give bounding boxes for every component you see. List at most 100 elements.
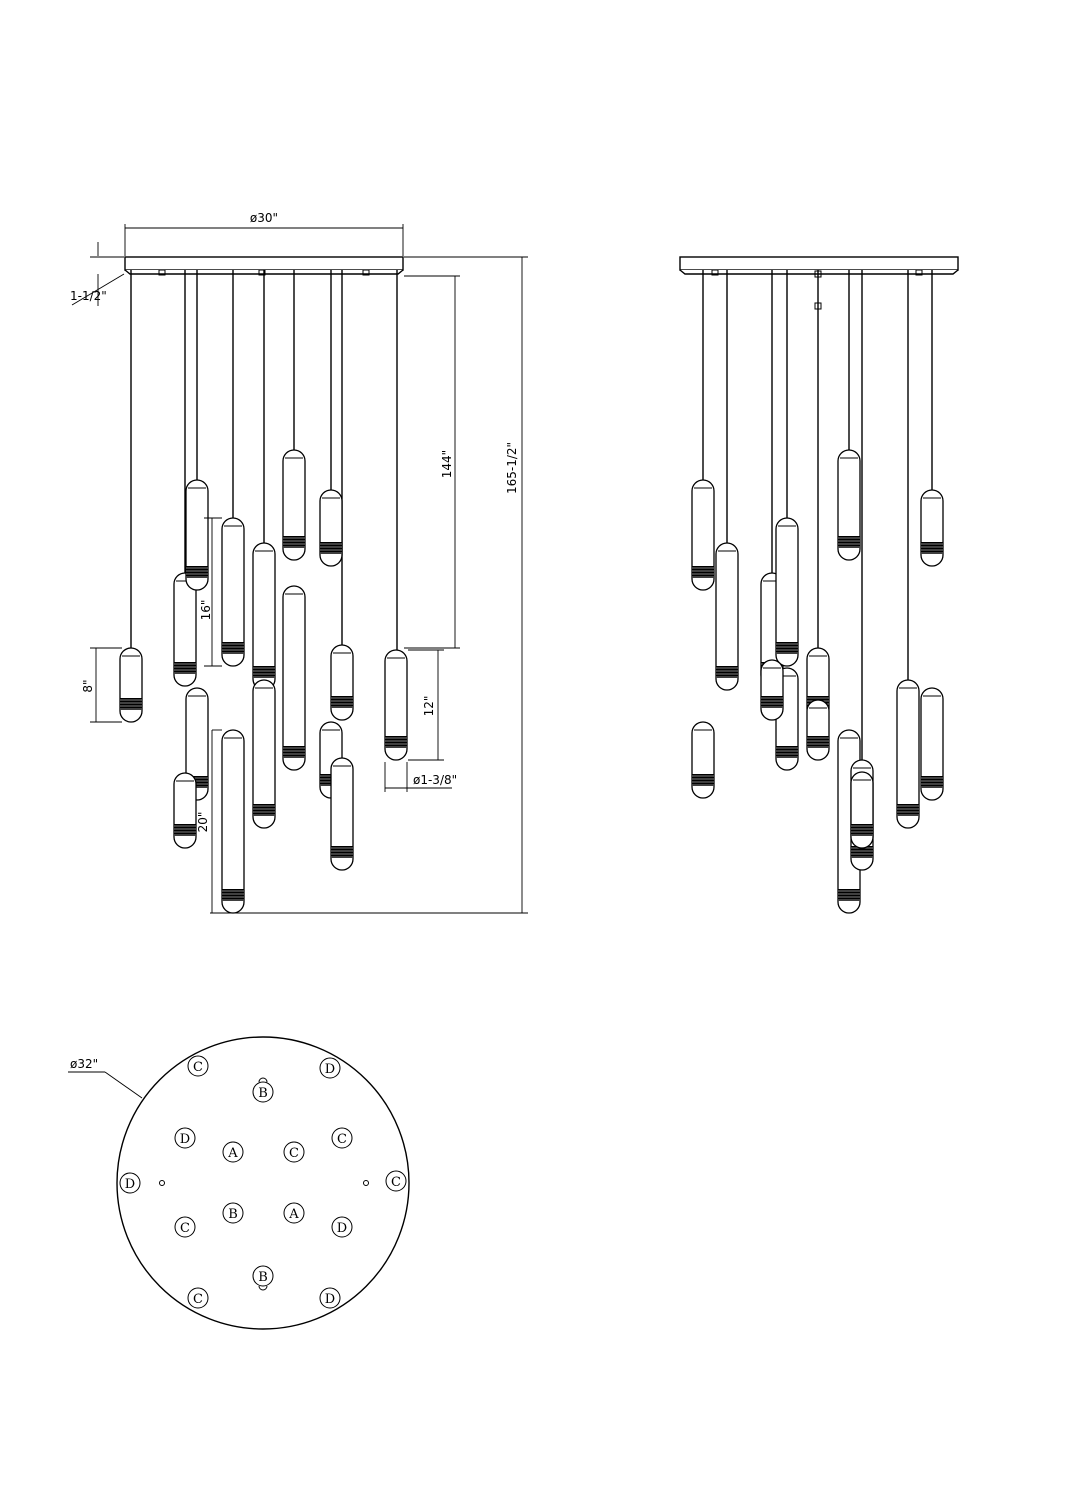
base-marker: C (187, 1055, 209, 1077)
side-tubes (691, 449, 944, 914)
side-hooks (711, 269, 923, 276)
front-tubes (119, 449, 408, 914)
overall-height-dimension: 165-1/2" (210, 256, 528, 914)
base-marker: B (252, 1265, 274, 1287)
base-marker: D (119, 1172, 141, 1194)
base-marker-label: C (180, 1221, 190, 1236)
canopy-diameter-dimension: ø30" (124, 211, 404, 256)
base-plan-view: ø32" C D B D C A C D C C B A D B C D (68, 1036, 410, 1330)
side-view (679, 256, 959, 914)
tube-diameter-label: ø1-3/8" (413, 773, 457, 787)
front-pendant-tube (252, 542, 276, 691)
base-marker: C (331, 1127, 353, 1149)
front-pendant-tube (330, 644, 354, 721)
tube-12-dimension: 12" (408, 649, 444, 761)
base-marker-label: D (325, 1292, 335, 1307)
base-marker: D (331, 1216, 353, 1238)
side-pendant-tube (850, 771, 874, 849)
side-pendant-tube (896, 679, 920, 829)
cable-length-dimension: 144" (404, 275, 460, 649)
front-pendant-tube (319, 489, 343, 567)
canopy-diameter-label: ø30" (250, 211, 278, 225)
front-pendant-tube (173, 772, 197, 849)
base-marker: C (174, 1216, 196, 1238)
front-pendant-tube (185, 479, 209, 591)
base-marker: B (252, 1081, 274, 1103)
front-canopy (124, 256, 404, 271)
base-marker: D (174, 1127, 196, 1149)
cable-length-label: 144" (440, 450, 454, 478)
front-pendant-tube (282, 449, 306, 561)
base-marker-label: C (193, 1292, 203, 1307)
base-marker-label: C (391, 1175, 401, 1190)
side-pendant-tube (920, 489, 944, 567)
overall-height-label: 165-1/2" (505, 442, 519, 494)
side-pendant-tube (837, 449, 861, 561)
front-canopy-hook (158, 269, 166, 276)
base-marker-label: D (125, 1177, 135, 1192)
base-marker: A (222, 1141, 244, 1163)
side-pendant-tube (691, 479, 715, 591)
front-view: ø30" 1-1/2" 165-1/2" 144" (70, 211, 528, 914)
side-pendant-tube (691, 721, 715, 799)
tube-16-label: 16" (199, 600, 213, 621)
front-canopy-hook (258, 269, 266, 276)
side-canopy-hook (711, 269, 719, 276)
front-pendant-tube (221, 517, 245, 667)
base-marker: B (222, 1202, 244, 1224)
tube-20-dimension: 20" (196, 729, 222, 913)
front-pendant-tube (119, 647, 143, 723)
base-marker: A (283, 1202, 305, 1224)
front-hooks (158, 269, 370, 276)
front-pendant-tube (384, 649, 408, 761)
base-marker-label: C (289, 1146, 299, 1161)
tube-20-label: 20" (196, 812, 210, 833)
side-pendant-tube (920, 687, 944, 801)
base-marker-label: D (325, 1062, 335, 1077)
base-diameter-label: ø32" (70, 1057, 98, 1071)
canopy-height-label: 1-1/2" (70, 289, 107, 303)
side-pendant-tube (775, 517, 799, 667)
base-marker-label: B (228, 1207, 238, 1222)
base-marker: C (385, 1170, 407, 1192)
base-marker: D (319, 1057, 341, 1079)
base-plate-outline (116, 1036, 410, 1330)
side-canopy-hook (915, 269, 923, 276)
base-marker: D (319, 1287, 341, 1309)
tube-diameter-dimension: ø1-3/8" (384, 762, 457, 792)
front-pendant-tube (221, 729, 245, 914)
side-canopy (679, 256, 959, 271)
base-marker-label: C (193, 1060, 203, 1075)
base-marker: C (187, 1287, 209, 1309)
base-markers: C D B D C A C D C C B A D B C D (119, 1055, 407, 1309)
base-marker: C (283, 1141, 305, 1163)
side-pendant-tube (760, 659, 784, 721)
mount-hole-left (159, 1180, 165, 1186)
tube-8-dimension: 8" (81, 647, 122, 723)
base-marker-label: B (258, 1086, 268, 1101)
base-marker-label: D (337, 1221, 347, 1236)
front-pendant-tube (173, 572, 197, 687)
marker-notch-top (258, 1077, 268, 1083)
side-pendant-tube (715, 542, 739, 691)
base-marker-label: A (288, 1207, 299, 1222)
tube-16-dimension: 16" (199, 517, 222, 667)
front-pendant-tube (282, 585, 306, 771)
base-marker-label: C (337, 1132, 347, 1147)
marker-notch-bottom (258, 1285, 268, 1291)
front-pendant-tube (252, 679, 276, 829)
side-canopy-bevel (679, 269, 959, 275)
base-marker-label: B (258, 1270, 268, 1285)
canopy-height-dimension: 1-1/2" (70, 242, 125, 306)
front-canopy-hook (362, 269, 370, 276)
tube-12-label: 12" (422, 696, 436, 717)
base-marker-label: A (227, 1146, 238, 1161)
tube-8-label: 8" (81, 679, 95, 692)
side-pendant-tube (806, 699, 830, 761)
side-cables (702, 270, 933, 760)
base-marker-label: D (180, 1132, 190, 1147)
front-cables (130, 270, 398, 652)
front-pendant-tube (330, 757, 354, 871)
